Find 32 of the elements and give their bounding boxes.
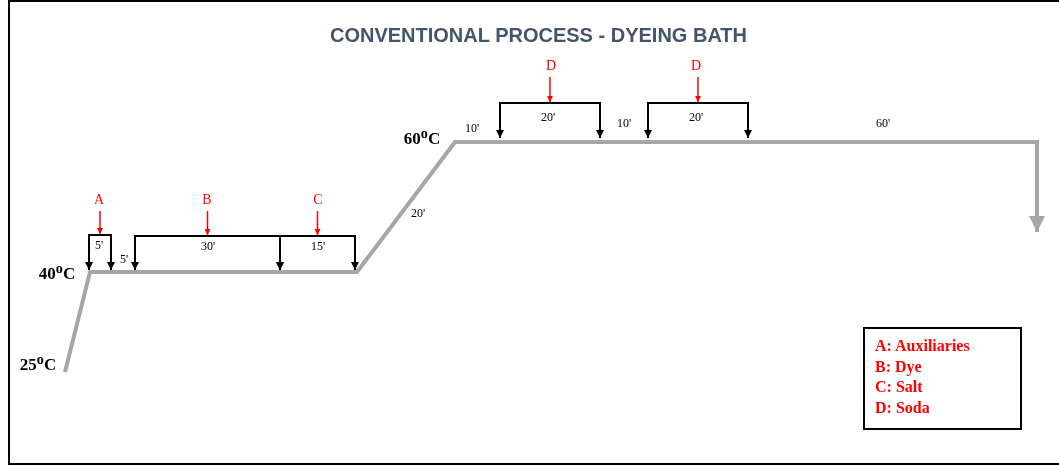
duration-label: 30': [200, 238, 216, 254]
temperature-label: 40$^{o}$C: [38, 259, 76, 285]
temperature-label: 25$^{o}$C: [19, 350, 57, 376]
duration-label: 5': [94, 237, 104, 253]
duration-label: 10': [464, 120, 480, 136]
legend-entry: C: Salt: [875, 377, 924, 397]
arrow: [97, 210, 103, 235]
dosing-bracket: [84, 234, 116, 271]
additive-letter: D: [690, 59, 702, 73]
legend-entry: A: Auxiliaries: [875, 336, 971, 356]
dosing-bracket: [275, 235, 360, 271]
additive-letter: C: [313, 193, 323, 207]
legend-entry: D: Soda: [875, 397, 931, 418]
duration-label: 60': [875, 115, 891, 131]
arrow: [547, 76, 553, 103]
duration-label: 10': [616, 115, 632, 131]
dosing-bracket: [495, 102, 605, 139]
duration-label: 15': [310, 238, 326, 254]
legend-entry: B: Dye: [875, 356, 923, 377]
additive-letter: D: [545, 59, 557, 73]
arrow: [314, 210, 321, 236]
duration-label: 20': [410, 205, 426, 221]
additive-letter: A: [93, 193, 105, 207]
arrow: [695, 76, 701, 103]
temperature-label: 60$^{o}$C: [403, 124, 441, 150]
duration-label: 5': [119, 251, 129, 267]
duration-label: 20': [688, 109, 704, 125]
dosing-bracket: [643, 102, 753, 139]
arrow: [204, 210, 211, 236]
chart-title: CONVENTIONAL PROCESS - DYEING BATH: [328, 24, 749, 47]
duration-label: 20': [540, 109, 556, 125]
additive-letter: B: [202, 193, 212, 207]
